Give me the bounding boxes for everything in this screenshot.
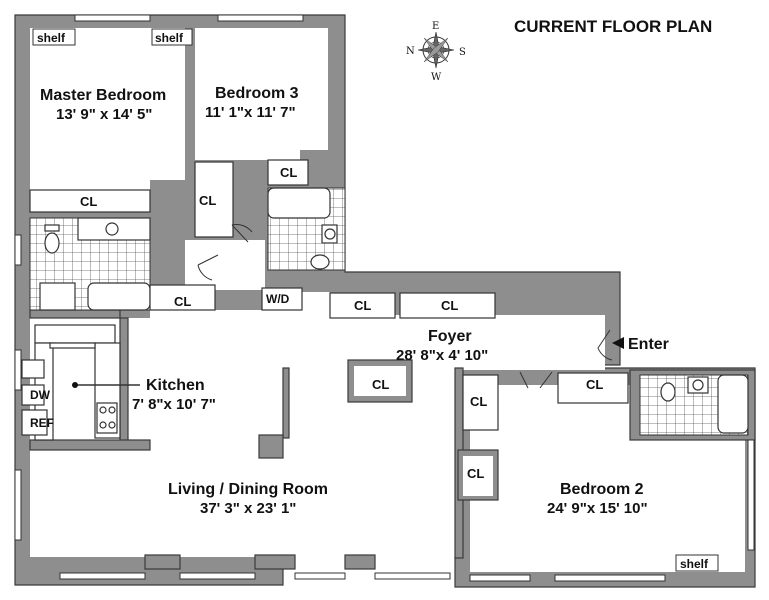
shelf-label-1: shelf	[37, 31, 66, 45]
master-bath	[29, 217, 151, 311]
closet-label-foyer3: CL	[372, 377, 389, 392]
foyer-size: 28' 8"x 4' 10"	[396, 347, 488, 364]
bedroom2-bath-fixtures	[660, 374, 749, 434]
refrigerator-label: REF	[30, 416, 54, 430]
plan-title: CURRENT FLOOR PLAN	[514, 17, 712, 36]
closet-label-master: CL	[80, 194, 97, 209]
compass-e: E	[432, 21, 439, 32]
compass-w: W	[431, 72, 442, 83]
closet-label-foyer2: CL	[441, 298, 458, 313]
shelf-label-3: shelf	[680, 557, 709, 571]
bedroom3-size: 11' 1"x 11' 7"	[205, 104, 296, 121]
interior-walls	[29, 309, 756, 570]
closet-label-bed3a: CL	[199, 193, 216, 208]
shelf-label-2: shelf	[155, 31, 184, 45]
closet-label-hall: CL	[174, 294, 191, 309]
bedroom2-size: 24' 9"x 15' 10"	[547, 500, 648, 517]
washer-dryer-label: W/D	[266, 292, 290, 306]
enter-label: Enter	[628, 336, 669, 353]
dishwasher-label: DW	[30, 388, 51, 402]
bedroom3-name: Bedroom 3	[215, 85, 299, 102]
foyer-name: Foyer	[428, 328, 472, 345]
living-size: 37' 3" x 23' 1"	[200, 500, 296, 517]
closet-label-bed2a: CL	[470, 394, 487, 409]
doors	[197, 224, 613, 389]
closet-label-foyer1: CL	[354, 298, 371, 313]
living-name: Living / Dining Room	[168, 481, 328, 498]
closet-label-bed3b: CL	[280, 165, 297, 180]
enter-arrow-icon	[612, 337, 624, 349]
master-bedroom-size: 13' 9" x 14' 5"	[56, 106, 152, 123]
closets	[29, 159, 629, 431]
bedroom2-name: Bedroom 2	[560, 481, 644, 498]
kitchen-counters	[21, 324, 140, 441]
compass-n: N	[406, 46, 415, 57]
closet-label-bed2c: CL	[467, 466, 484, 481]
kitchen-size: 7' 8"x 10' 7"	[132, 396, 216, 413]
master-bedroom-name: Master Bedroom	[40, 87, 166, 104]
bedroom3-bath	[267, 187, 346, 271]
compass-icon: E N S W	[406, 21, 466, 83]
kitchen-name: Kitchen	[146, 377, 205, 394]
compass-s: S	[459, 47, 466, 58]
windows	[14, 14, 755, 582]
closet-label-bed2b: CL	[586, 377, 603, 392]
